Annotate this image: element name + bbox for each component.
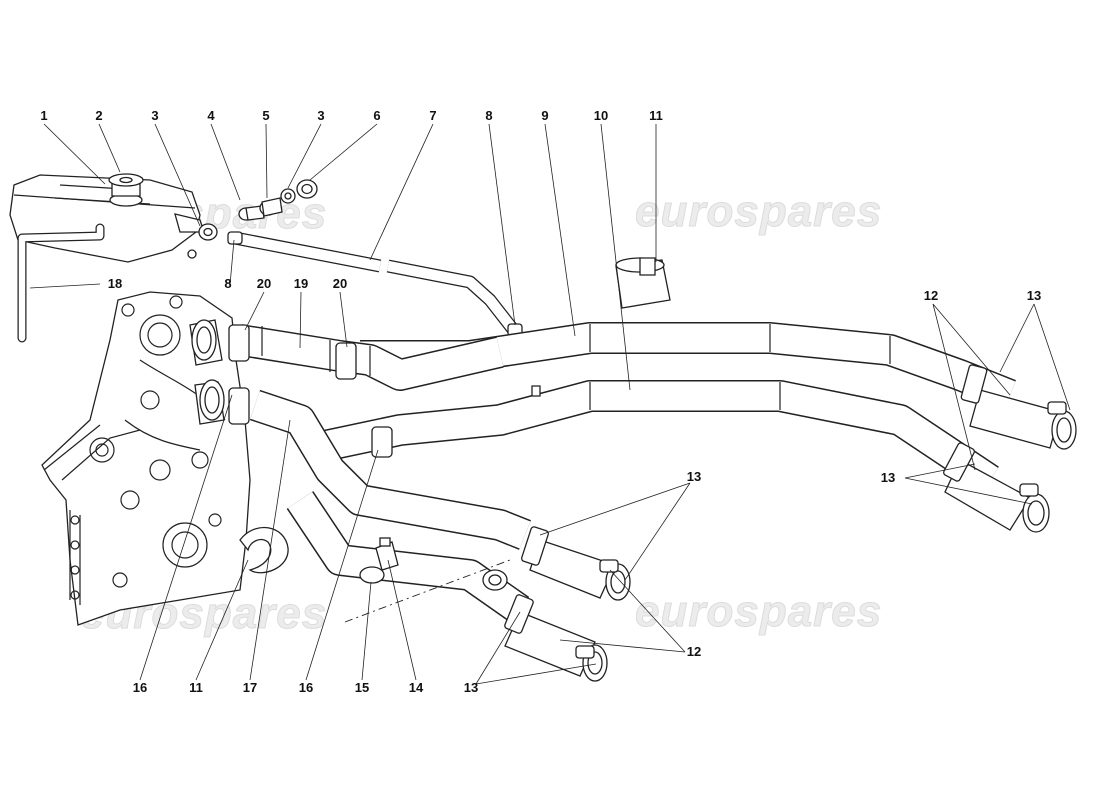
callout-20: 20 [257,276,271,291]
outlet-sleeves [504,364,1077,682]
overflow-pipe [17,223,105,343]
callout-4: 4 [207,108,215,123]
temperature-sensor [359,537,508,591]
upper-hose [237,324,504,391]
watermark-top-right: eurospares [635,187,882,236]
hose-clips [228,324,393,458]
callout-19: 19 [294,276,308,291]
callout-15: 15 [355,680,369,695]
callout-10: 10 [594,108,608,123]
callout-16: 16 [133,680,147,695]
small-hose [227,231,523,337]
foam-sleeve-bottom [239,526,289,574]
callout-8-second: 8 [224,276,231,291]
callout-8: 8 [485,108,492,123]
callout-11: 11 [649,108,663,123]
callout-17: 17 [243,680,257,695]
callout-13: 13 [1027,288,1041,303]
callout-labels: 1 2 3 4 5 3 6 7 8 9 10 11 18 8 20 19 20 … [40,108,1041,695]
callout-20-second: 20 [333,276,347,291]
fitting-group [198,179,318,241]
watermark-bottom-right: eurospares [635,587,882,636]
callout-18: 18 [108,276,122,291]
pipe-middle [311,380,999,494]
callout-7: 7 [429,108,436,123]
callout-5: 5 [262,108,269,123]
callout-3: 3 [151,108,158,123]
callout-12: 12 [924,288,938,303]
expansion-tank [9,173,205,263]
pipe-lower [249,389,531,624]
callout-6: 6 [373,108,380,123]
engine-cover-housing [41,291,251,626]
callout-11-bottom: 11 [189,680,203,695]
leader-lines [29,123,1071,685]
watermark-bottom-left: eurospares [80,589,327,638]
callout-9: 9 [541,108,548,123]
callout-3-second: 3 [317,108,324,123]
callout-13-mid: 13 [687,469,701,484]
assembly-centerline [344,559,511,623]
callout-13-bottom: 13 [464,680,478,695]
callout-13-right: 13 [881,470,895,485]
callout-16-second: 16 [299,680,313,695]
callout-12-bottom: 12 [687,644,701,659]
foam-sleeve-top [615,257,671,309]
callout-1: 1 [40,108,47,123]
callout-2: 2 [95,108,102,123]
callout-14: 14 [409,680,424,695]
